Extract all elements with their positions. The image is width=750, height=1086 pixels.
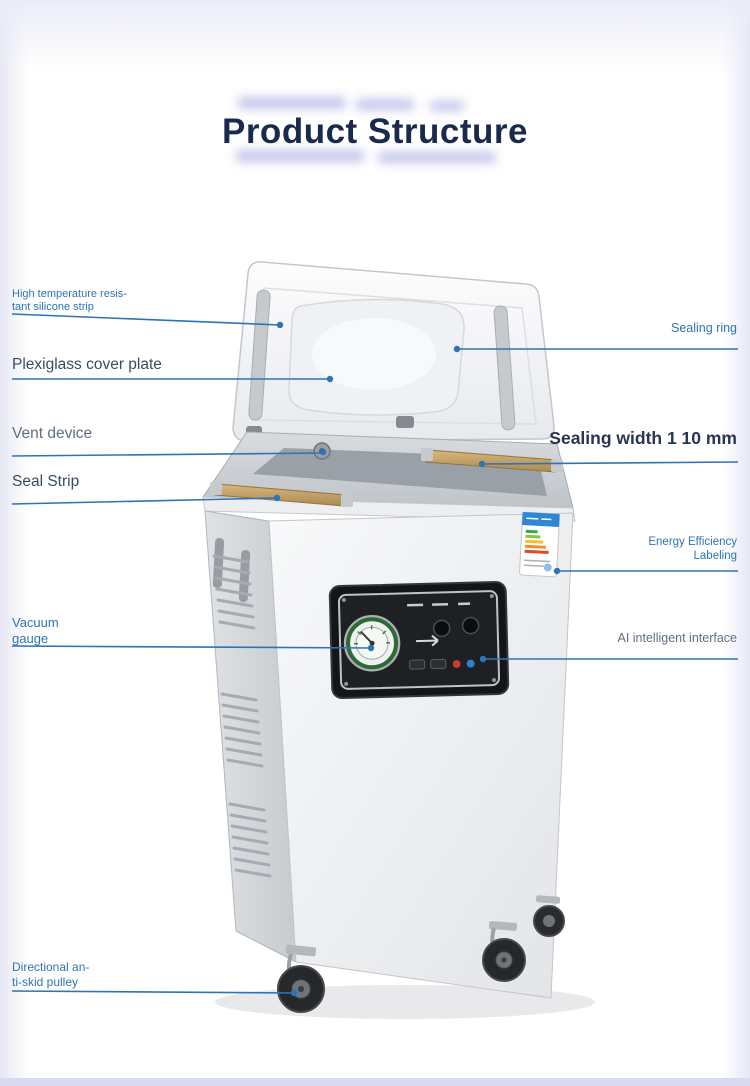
page-title: Product Structure [221,112,529,151]
energy-efficiency-label [519,511,560,578]
callout-pulley: Directional an- ti-skid pulley [12,960,90,989]
callout-vacuum-gauge: Vacuum gauge [12,615,59,646]
callout-energy-label: Energy Efficiency Labeling [648,536,737,563]
title-blur-decoration [430,101,464,111]
title-blur-decoration [236,150,364,162]
title-blur-decoration [238,97,346,109]
panel-indicator-red [452,660,461,669]
panel-knob [461,616,480,635]
callout-sealing-width: Sealing width 1 10 mm [549,428,737,448]
lid-hinge [396,416,414,428]
title-blur-decoration [356,99,414,110]
callout-silicone-strip: High temperature resis- tant silicone st… [12,288,127,314]
control-panel [328,580,510,700]
callout-plexiglass-cover: Plexiglass cover plate [12,356,162,373]
caster-wheels [277,895,565,1013]
silicone-strip-left [248,289,271,421]
callout-vent-device: Vent device [12,425,93,442]
vacuum-chamber-deck [202,431,576,522]
panel-indicator-blue [466,659,475,668]
callout-ai-interface: AI intelligent interface [617,631,737,645]
panel-switch [430,658,447,670]
side-slot [212,538,225,589]
panel-knob [432,619,451,638]
silicone-strip-right [493,305,516,431]
callout-seal-strip: Seal Strip [12,473,80,490]
callout-lines [11,313,739,997]
arrow-icon [416,634,439,647]
title-blur-decoration [378,152,496,163]
panel-switch [409,659,426,670]
bottom-accent-strip [0,1078,750,1086]
louver-vents [212,554,272,878]
vacuum-gauge [343,614,401,672]
lid [232,261,555,442]
callout-sealing-ring: Sealing ring [670,321,737,335]
